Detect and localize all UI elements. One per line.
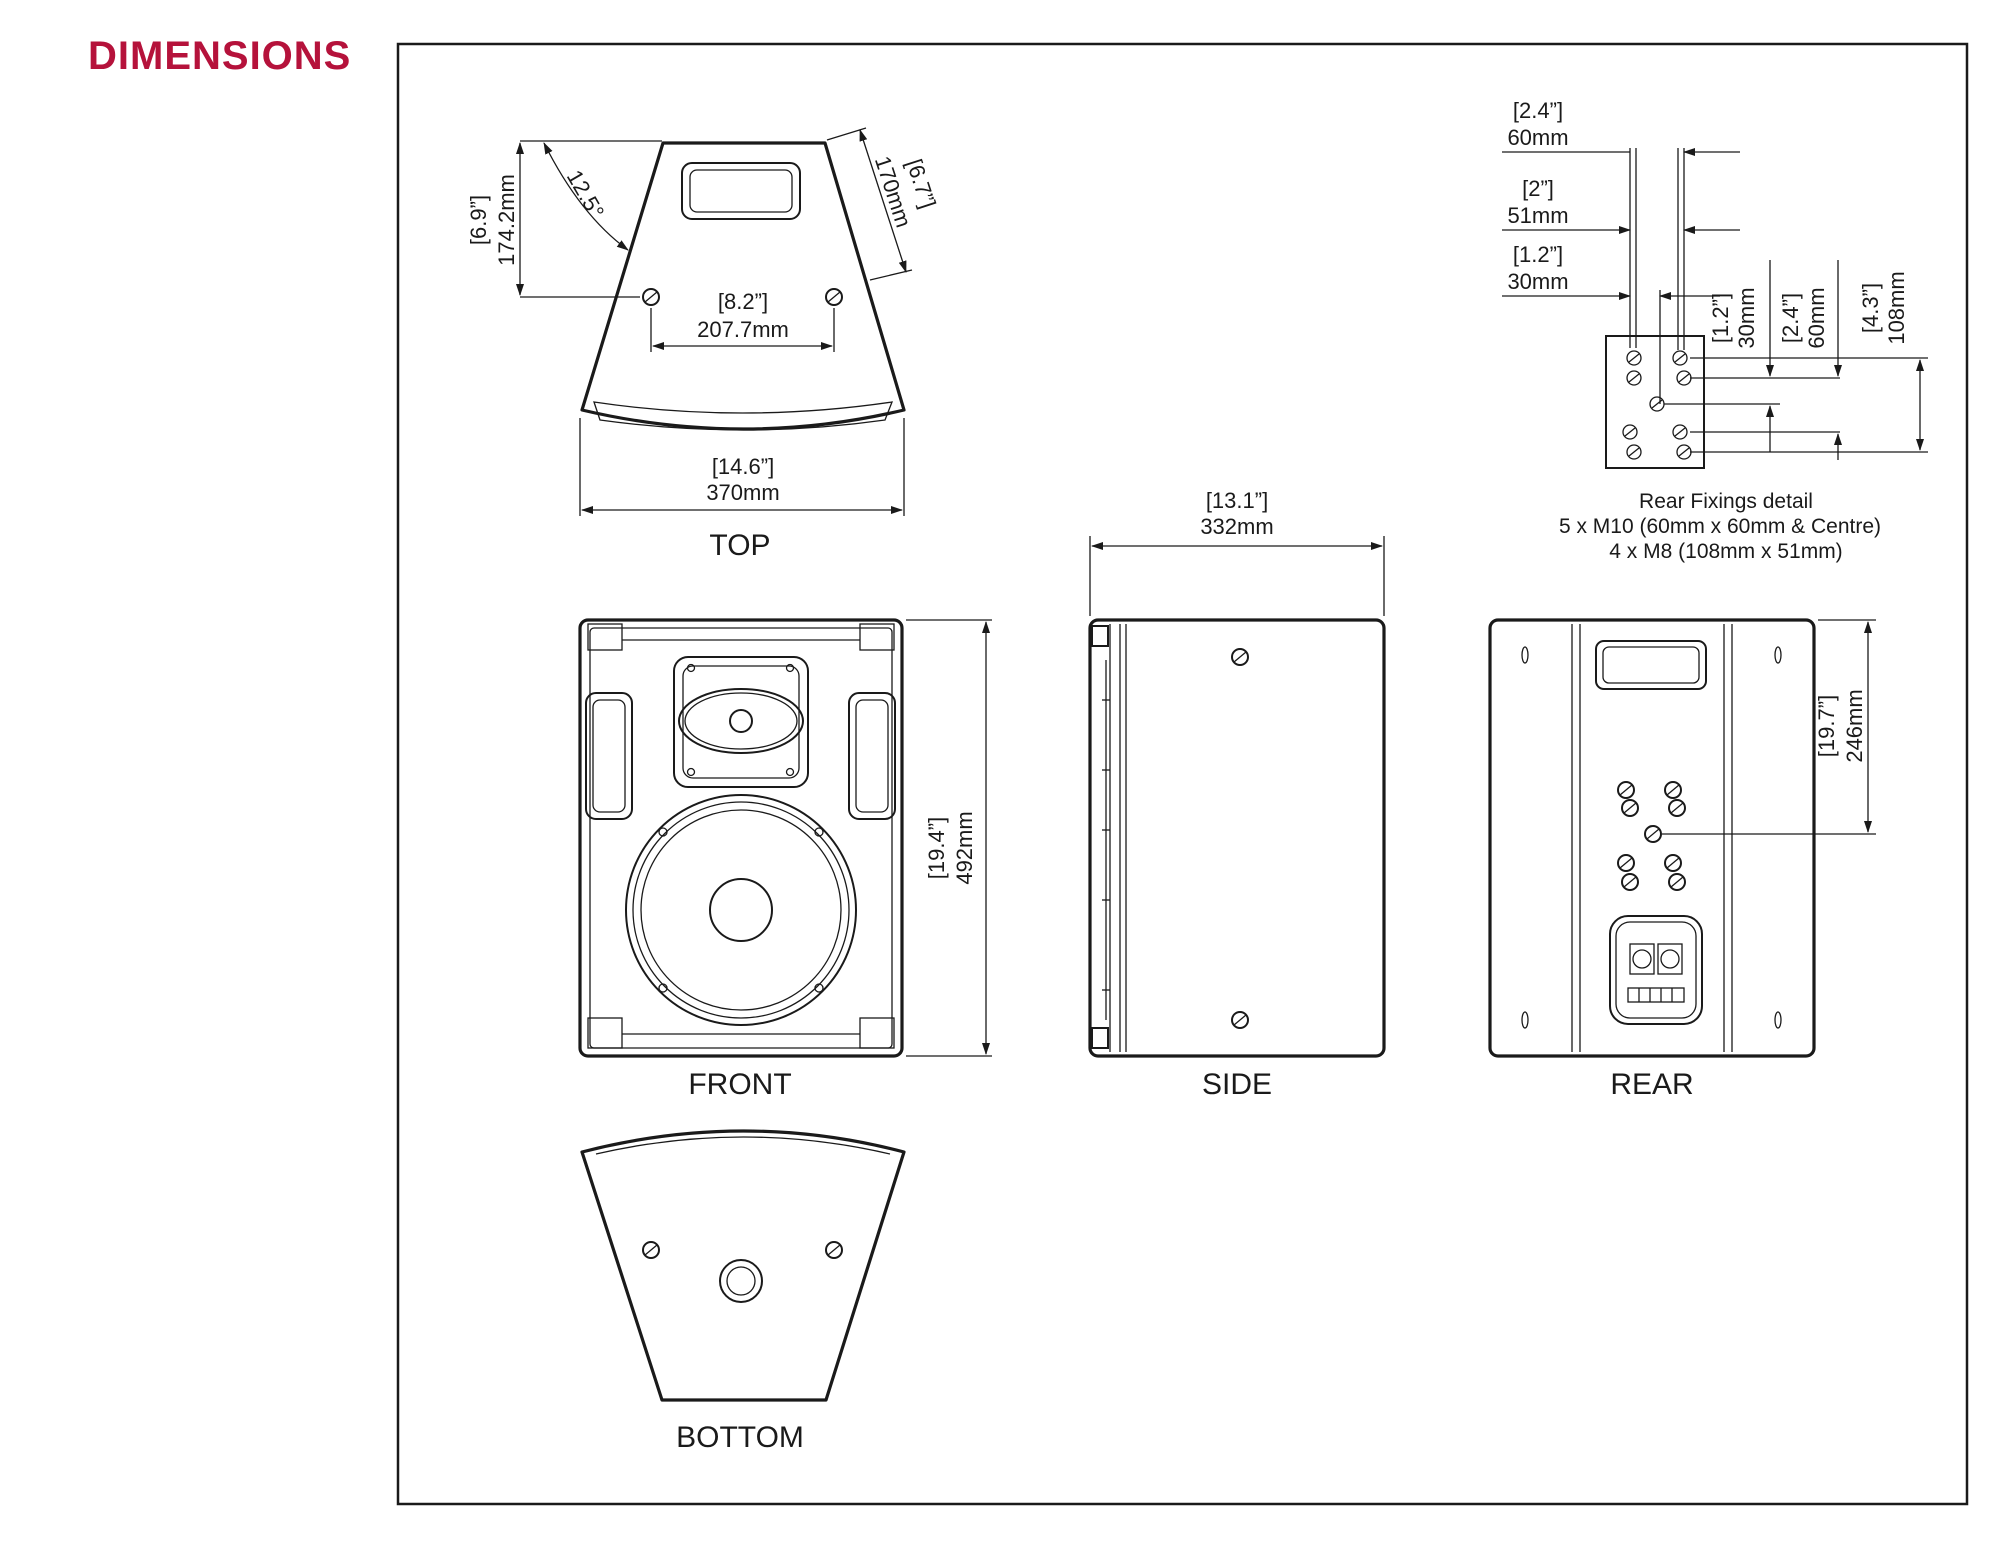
top-width-mm: 370mm	[706, 480, 779, 505]
rear-fixings-detail	[1502, 148, 1928, 469]
side-view	[1088, 536, 1386, 1058]
fixings-line1: 5 x M10 (60mm x 60mm & Centre)	[1559, 515, 1881, 538]
detail-w51-mm: 51mm	[1507, 203, 1568, 228]
detail-w60-mm: 60mm	[1507, 125, 1568, 150]
fixings-line2: 4 x M8 (108mm x 51mm)	[1609, 540, 1842, 563]
front-view-label: FRONT	[688, 1068, 791, 1101]
top-view	[516, 127, 913, 516]
detail-h30-in: [1.2”]	[1708, 293, 1733, 343]
bottom-view	[580, 1129, 906, 1402]
detail-h60-in: [2.4”]	[1778, 293, 1803, 343]
drawing-frame	[396, 42, 1969, 1506]
bottom-view-label: BOTTOM	[676, 1421, 804, 1454]
detail-h108-in: [4.3”]	[1858, 283, 1883, 333]
top-holes-in: [8.2”]	[718, 289, 768, 314]
side-depth-mm: 332mm	[1200, 514, 1273, 539]
detail-h108-mm: 108mm	[1884, 271, 1909, 344]
top-depth-in: [6.9”]	[466, 195, 491, 245]
top-angle: 12.5°	[562, 166, 609, 223]
side-depth-in: [13.1”]	[1206, 488, 1268, 513]
top-view-label: TOP	[709, 529, 770, 562]
rear-fix-height-mm: 246mm	[1842, 689, 1867, 762]
detail-w51-in: [2”]	[1522, 176, 1554, 201]
top-depth-mm: 174.2mm	[494, 174, 519, 266]
detail-w30-in: [1.2”]	[1513, 242, 1563, 267]
top-holes-mm: 207.7mm	[697, 317, 789, 342]
fixings-title: Rear Fixings detail	[1639, 490, 1813, 513]
rear-fix-height-in: [19.7”]	[1814, 695, 1839, 757]
front-height-in: [19.4”]	[924, 817, 949, 879]
front-view	[578, 618, 992, 1058]
side-view-label: SIDE	[1202, 1068, 1272, 1101]
rear-view	[1488, 618, 1876, 1058]
top-width-in: [14.6”]	[712, 454, 774, 479]
front-height-mm: 492mm	[952, 811, 977, 884]
page-heading: DIMENSIONS	[88, 34, 352, 78]
detail-w30-mm: 30mm	[1507, 269, 1568, 294]
detail-h60-mm: 60mm	[1804, 287, 1829, 348]
rear-view-label: REAR	[1610, 1068, 1693, 1101]
detail-h30-mm: 30mm	[1734, 287, 1759, 348]
detail-w60-in: [2.4”]	[1513, 98, 1563, 123]
